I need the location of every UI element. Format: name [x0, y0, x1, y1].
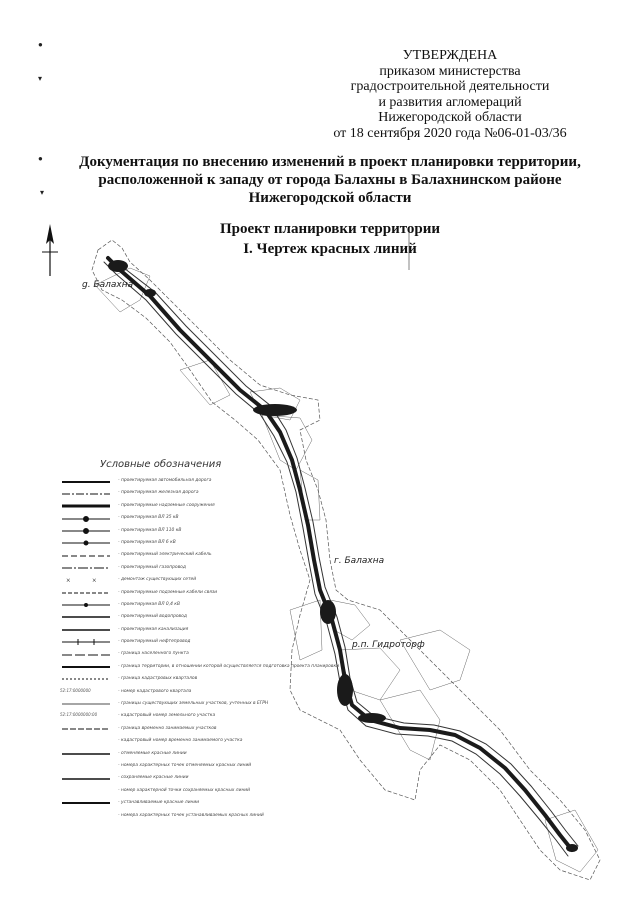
- legend-item: - проектируемые надземные сооружения: [40, 501, 270, 513]
- section-title: Проект планировки территории I. Чертеж к…: [150, 219, 510, 259]
- legend-item: - проектируемая автомобильная дорога: [40, 476, 270, 488]
- document-title-line: Документация по внесению изменений в про…: [79, 154, 581, 170]
- svg-text:×: ×: [92, 576, 97, 585]
- map-label-gidrotorf: р.п. Гидроторф: [352, 640, 425, 650]
- interchange-areas: [108, 260, 578, 852]
- legend-item: - проектируемая железная дорога: [40, 488, 270, 500]
- legend-item: - номера характерных точек устанавливаем…: [40, 811, 270, 823]
- legend-item: - проектируемый газопровод: [40, 563, 270, 575]
- legend-item: - кадастровый номер временно занимаемого…: [40, 736, 270, 748]
- legend-item-label: - проектируемые надземные сооружения: [118, 502, 215, 508]
- legend-item: - демонтаж существующих сетей: [40, 575, 270, 587]
- legend-item-label: - номера характерных точек устанавливаем…: [118, 812, 264, 818]
- legend-item: - проектируемые подземные кабели связи: [40, 588, 270, 600]
- approval-line: УТВЕРЖДЕНА: [402, 48, 498, 63]
- legend-item: - проектируемая ВЛ 0,4 кВ: [40, 600, 270, 612]
- legend-item-label: - номера характерных точек отменяемых кр…: [118, 762, 252, 768]
- approval-line: Нижегородской области: [378, 110, 522, 125]
- approval-line: градостроительной деятельности: [350, 79, 550, 94]
- legend-item-label: - граница временно занимаемых участков: [118, 725, 217, 731]
- legend-item: 52:17:0000000:00 - кадастровый номер земе…: [40, 711, 270, 723]
- legend-item: - проектируемая канализация: [40, 625, 270, 637]
- legend-item-label: - проектируемая ВЛ 35 кВ: [118, 515, 179, 521]
- legend-item: - номера характерных точек отменяемых кр…: [40, 761, 270, 773]
- legend-title: Условные обозначения: [100, 459, 222, 470]
- legend-item-label: - граница территории, в отношении которо…: [118, 663, 339, 669]
- legend-item-label: - границы существующих земельных участко…: [118, 701, 269, 707]
- legend-item-label: - проектируемая ВЛ 110 кВ: [118, 527, 182, 533]
- section-title-line: I. Чертеж красных линий: [243, 241, 417, 257]
- legend-item: - проектируемый нефтепровод: [40, 637, 270, 649]
- legend-item-label: - проектируемая ВЛ 6 кВ: [118, 539, 176, 545]
- legend-item-code: 52:17:0000000:00: [60, 712, 98, 718]
- legend-item-label: - проектируемый водопровод: [118, 614, 187, 620]
- section-title-line: Проект планировки территории: [219, 221, 441, 237]
- legend-item-label: - кадастровый номер земельного участка: [118, 713, 216, 719]
- legend-item-label: - проектируемая канализация: [118, 626, 189, 632]
- legend-symbols: ××: [62, 481, 110, 804]
- legend-item-label: - граница населенного пункта: [118, 651, 189, 657]
- svg-text:×: ×: [66, 576, 71, 585]
- legend-item-label: - кадастровый номер временно занимаемого…: [118, 738, 243, 744]
- legend-item: - граница территории, в отношении которо…: [40, 662, 339, 674]
- margin-mark: ▾: [38, 74, 43, 83]
- legend-item: - проектируемый водопровод: [40, 612, 270, 624]
- legend: - проектируемая автомобильная дорога - пр…: [40, 476, 339, 823]
- legend-item-label: - проектируемая автомобильная дорога: [118, 478, 212, 483]
- approval-line: и развития агломераций: [378, 94, 522, 110]
- map-label-city-top: g. Балахна: [82, 280, 134, 290]
- legend-item: - проектируемая ВЛ 110 кВ: [40, 526, 270, 538]
- legend-item: - проектируемая ВЛ 6 кВ: [40, 538, 270, 550]
- legend-item-label: - проектируемая ВЛ 0,4 кВ: [118, 601, 180, 607]
- legend-item-label: - демонтаж существующих сетей: [118, 577, 197, 583]
- approval-line: приказом министерства: [379, 63, 521, 79]
- legend-item-label: - устанавливаемые красные линии: [118, 800, 200, 806]
- map-label-balakhna: г. Балахна: [334, 556, 385, 566]
- legend-item: - устанавливаемые красные линии: [40, 798, 270, 810]
- legend-item: - проектируемый электрический кабель: [40, 550, 270, 562]
- legend-item-label: - номер характерной точки сохраняемых кр…: [118, 787, 251, 793]
- legend-item-label: - сохраняемые красные линии: [118, 775, 189, 781]
- approval-line: от 18 сентября 2020 года №06-01-03/36: [333, 125, 567, 141]
- legend-item-code: 52:17:0000000: [60, 687, 91, 693]
- legend-item-label: - номер кадастрового квартала: [118, 688, 192, 694]
- north-arrow-icon: [42, 224, 58, 276]
- legend-item-label: - граница кадастровых кварталов: [118, 676, 198, 682]
- margin-mark: ●: [38, 40, 43, 49]
- document-title-line: расположенной к западу от города Балахны…: [98, 172, 562, 188]
- legend-item: - номер характерной точки сохраняемых кр…: [40, 786, 270, 798]
- legend-item: - отменяемые красные линии: [40, 749, 270, 761]
- legend-item: - граница населенного пункта: [40, 649, 270, 661]
- legend-item-label: - проектируемый газопровод: [118, 564, 186, 570]
- legend-item: - граница кадастровых кварталов: [40, 674, 270, 686]
- legend-item: - граница временно занимаемых участков: [40, 724, 270, 736]
- territory-boundary: [91, 239, 601, 881]
- legend-item: - границы существующих земельных участко…: [40, 699, 270, 711]
- margin-mark: ▾: [40, 188, 45, 197]
- legend-item: - проектируемая ВЛ 35 кВ: [40, 513, 270, 525]
- legend-item-label: - проектируемый электрический кабель: [118, 552, 212, 558]
- legend-item: 52:17:0000000 - номер кадастрового кварта…: [40, 687, 270, 699]
- legend-item: - сохраняемые красные линии: [40, 773, 270, 785]
- legend-item-label: - проектируемые подземные кабели связи: [118, 589, 218, 595]
- document-title-line: Нижегородской области: [248, 190, 412, 206]
- document-title: Документация по внесению изменений в про…: [70, 153, 590, 207]
- margin-mark: ●: [38, 154, 43, 163]
- legend-item-label: - проектируемая железная дорога: [118, 490, 199, 496]
- legend-item-label: - отменяемые красные линии: [118, 750, 187, 756]
- approval-block: УТВЕРЖДЕНА приказом министерства градост…: [300, 48, 600, 141]
- legend-item-label: - проектируемый нефтепровод: [118, 639, 191, 645]
